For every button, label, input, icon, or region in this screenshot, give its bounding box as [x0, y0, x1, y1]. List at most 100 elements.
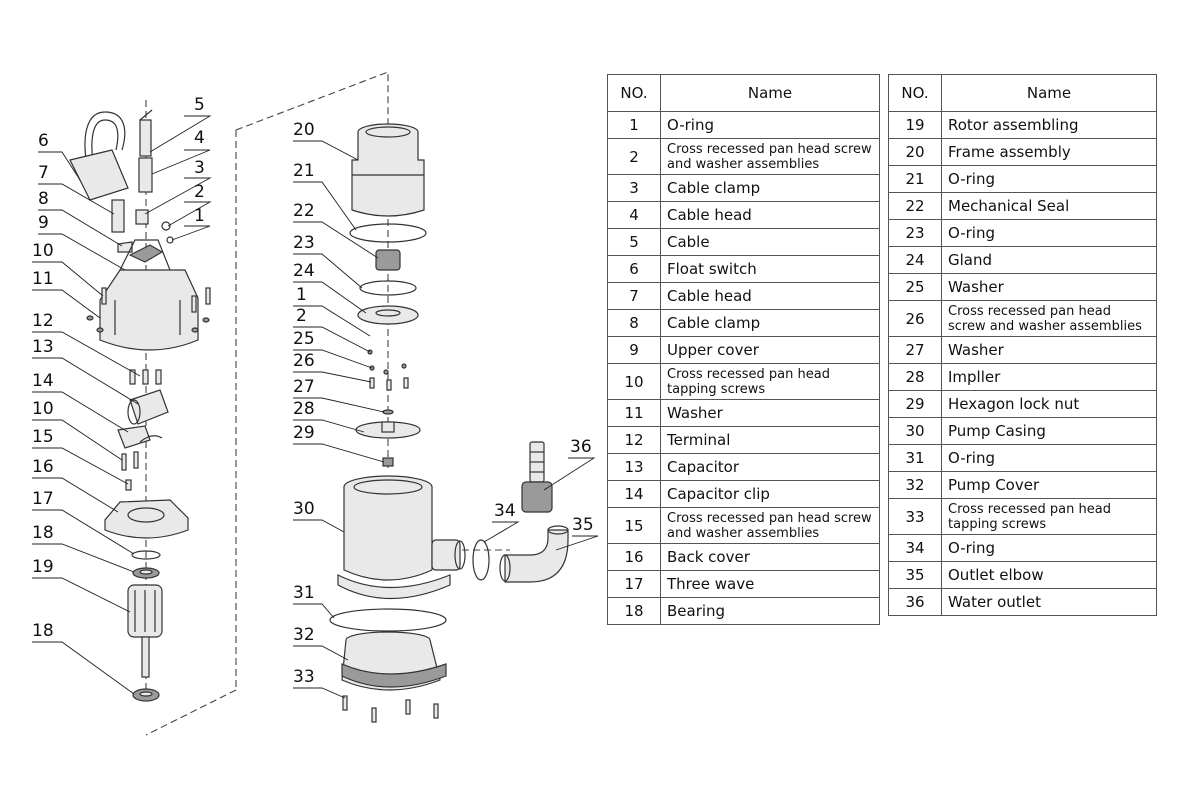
callout-17: 17 — [32, 489, 54, 509]
three-wave-drawing — [131, 550, 161, 560]
part-name: O-ring — [941, 444, 1157, 472]
callout-29: 29 — [293, 423, 315, 443]
callout-10: 10 — [32, 241, 54, 261]
pump-casing-drawing — [337, 475, 466, 599]
bottom-screws-drawing — [342, 695, 439, 723]
part-number: 1 — [607, 111, 661, 139]
part-name: Bearing — [660, 597, 880, 625]
gland-drawing — [357, 305, 419, 325]
cable-head-drawing — [111, 157, 153, 233]
screws-drawing — [121, 451, 139, 491]
callout-6: 6 — [38, 131, 49, 151]
leader-lines — [32, 115, 599, 699]
float-switch-drawing — [69, 111, 129, 201]
part-number: 24 — [888, 246, 942, 274]
part-name: Water outlet — [941, 588, 1157, 616]
part-name: Washer — [941, 336, 1157, 364]
table-header-row: NO. Name — [607, 74, 880, 112]
frame-assembly-drawing — [351, 123, 425, 217]
upper-cover-drawing — [86, 239, 211, 351]
part-name: O-ring — [941, 219, 1157, 247]
part-number: 5 — [607, 228, 661, 256]
callout-2: 2 — [194, 182, 205, 202]
part-name: Cross recessed pan head tapping screws — [660, 363, 880, 400]
part-number: 34 — [888, 534, 942, 562]
part-name: Cable — [660, 228, 880, 256]
part-number: 15 — [607, 507, 661, 544]
callout-27: 27 — [293, 377, 315, 397]
part-number: 17 — [607, 570, 661, 598]
part-name: Capacitor clip — [660, 480, 880, 508]
part-number: 32 — [888, 471, 942, 499]
part-name: Frame assembly — [941, 138, 1157, 166]
part-name: Upper cover — [660, 336, 880, 364]
callout-24: 24 — [293, 261, 315, 281]
part-number: 28 — [888, 363, 942, 391]
part-number: 16 — [607, 543, 661, 571]
callout-5: 5 — [194, 95, 205, 115]
outlet-elbow-drawing — [499, 525, 569, 583]
callout-11: 11 — [32, 269, 54, 289]
part-number: 20 — [888, 138, 942, 166]
pump-cover-drawing — [341, 631, 447, 691]
part-name: Washer — [660, 399, 880, 427]
column-header-name: Name — [660, 74, 880, 112]
part-number: 26 — [888, 300, 942, 337]
callout-35: 35 — [572, 515, 594, 535]
o-ring-23-drawing — [359, 280, 417, 296]
part-number: 8 — [607, 309, 661, 337]
callout-30: 30 — [293, 499, 315, 519]
callout-12: 12 — [32, 311, 54, 331]
impeller-drawing — [355, 421, 421, 439]
o-ring-31-drawing — [329, 608, 447, 632]
callout-8: 8 — [38, 189, 49, 209]
callout-31: 31 — [293, 583, 315, 603]
part-name: Gland — [941, 246, 1157, 274]
part-number: 3 — [607, 174, 661, 202]
callout-9: 9 — [38, 213, 49, 233]
part-name: Cable head — [660, 201, 880, 229]
callout-7: 7 — [38, 163, 49, 183]
callout-22: 22 — [293, 201, 315, 221]
part-name: Outlet elbow — [941, 561, 1157, 589]
callout-25: 25 — [293, 329, 315, 349]
table-header-row: NO. Name — [888, 74, 1157, 112]
bearing-top-drawing — [132, 567, 160, 579]
callout-labels: 5 4 3 2 1 6 7 8 9 10 11 12 13 14 10 15 1… — [32, 95, 594, 687]
part-name: Cable clamp — [660, 309, 880, 337]
callout-20: 20 — [293, 120, 315, 140]
mechanical-seal-drawing — [375, 249, 401, 271]
part-number: 30 — [888, 417, 942, 445]
callout-14: 14 — [32, 371, 54, 391]
callout-2-second: 2 — [296, 306, 307, 326]
part-number: 25 — [888, 273, 942, 301]
callout-28: 28 — [293, 399, 315, 419]
part-number: 31 — [888, 444, 942, 472]
part-number: 36 — [888, 588, 942, 616]
column-header-name: Name — [941, 74, 1157, 112]
part-number: 10 — [607, 363, 661, 400]
